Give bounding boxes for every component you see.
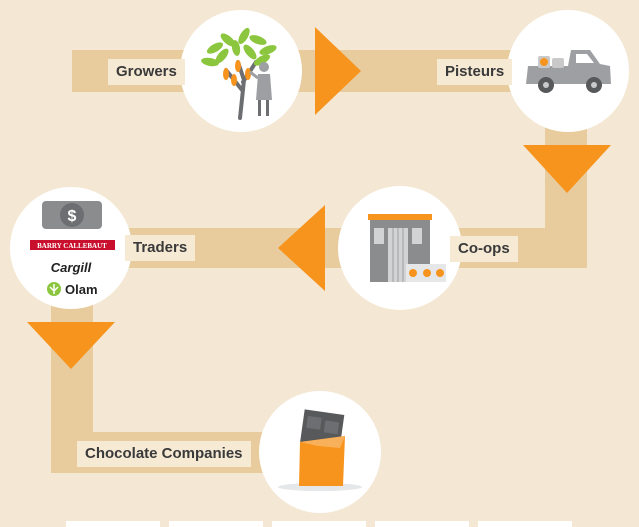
cocoa-tree-icon — [201, 27, 277, 120]
bottom-tab — [375, 521, 469, 527]
arrow-down-right — [523, 145, 611, 193]
coops-label: Co-ops — [450, 236, 518, 262]
arrow-right — [315, 27, 361, 115]
bottom-tab — [169, 521, 263, 527]
pickup-truck-icon — [526, 50, 611, 93]
barry-callebaut-logo: BARRY CALLEBAUT — [37, 242, 107, 250]
arrow-down-left — [27, 322, 115, 369]
farmer-icon — [249, 62, 272, 116]
currency-symbol: $ — [68, 208, 77, 225]
olam-leaf-icon — [47, 282, 61, 296]
bottom-tab — [66, 521, 160, 527]
olam-logo: Olam — [65, 282, 98, 297]
pisteurs-label: Pisteurs — [437, 59, 513, 85]
barry-callebaut-logo-bg — [30, 240, 115, 250]
bottom-tab — [272, 521, 366, 527]
warehouse-icon — [368, 214, 446, 282]
chocolate-bar-icon — [278, 409, 362, 491]
cargill-logo: Cargill — [51, 260, 92, 275]
growers-label: Growers — [108, 59, 185, 85]
arrow-left — [278, 205, 325, 291]
money-icon — [42, 201, 102, 229]
chocolate-companies-label: Chocolate Companies — [77, 441, 251, 467]
traders-label: Traders — [125, 235, 196, 261]
bottom-tab — [478, 521, 572, 527]
